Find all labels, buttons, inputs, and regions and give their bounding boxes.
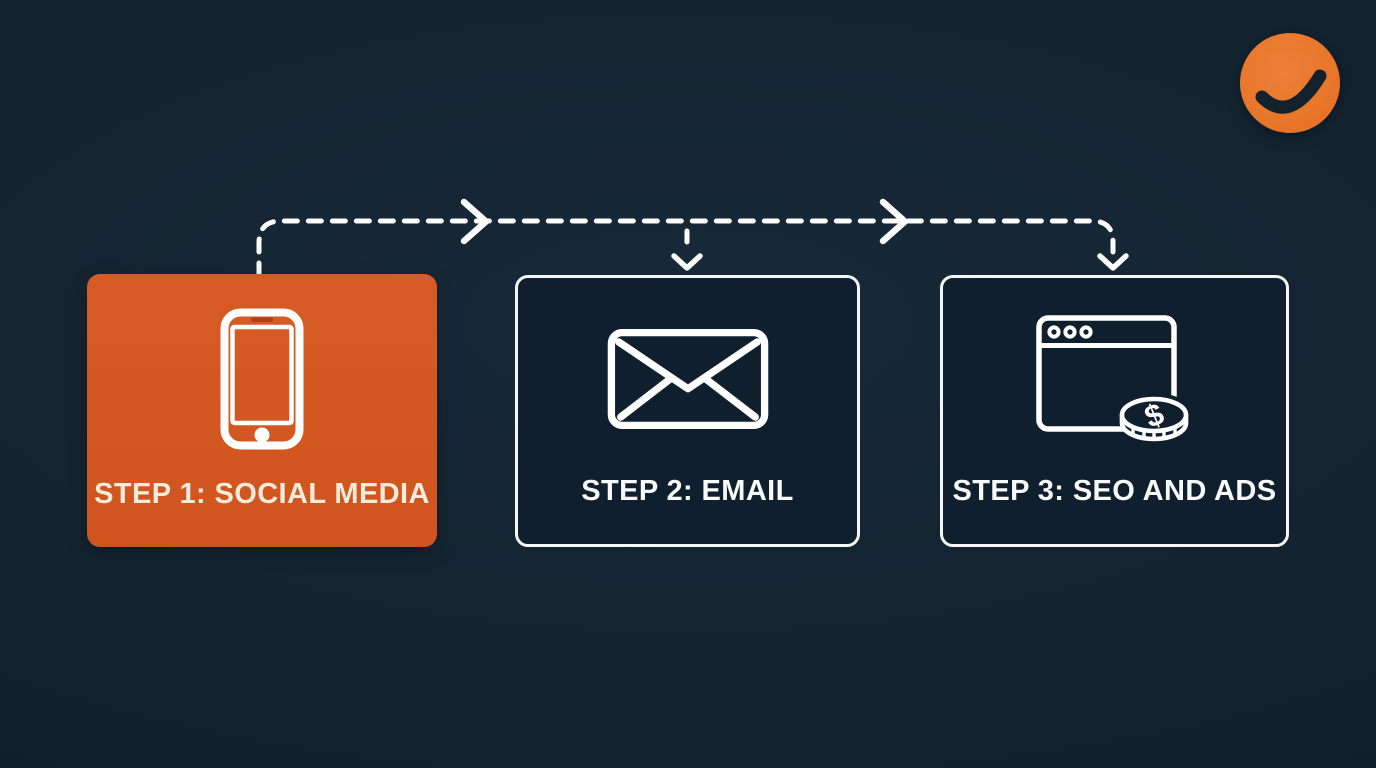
smartphone-icon	[220, 308, 304, 455]
chevron-right-icon-1	[460, 198, 490, 245]
envelope-icon	[607, 328, 769, 435]
step-1-card: STEP 1: SOCIAL MEDIA	[87, 274, 437, 547]
arrowhead-step3-icon	[1097, 253, 1129, 271]
step-2-label: STEP 2: EMAIL	[581, 475, 794, 507]
browser-coin-icon: $	[1035, 315, 1194, 450]
step-2-card: STEP 2: EMAIL	[515, 275, 860, 547]
step-3-card: $ STEP 3: SEO AND ADS	[940, 275, 1289, 547]
brand-logo	[1240, 33, 1340, 133]
chevron-right-icon-2	[879, 198, 909, 245]
logo-swoosh-icon	[1255, 69, 1327, 114]
step-1-label: STEP 1: SOCIAL MEDIA	[94, 478, 430, 510]
step-3-label: STEP 3: SEO AND ADS	[952, 475, 1277, 507]
arrowhead-step2-icon	[671, 253, 703, 271]
